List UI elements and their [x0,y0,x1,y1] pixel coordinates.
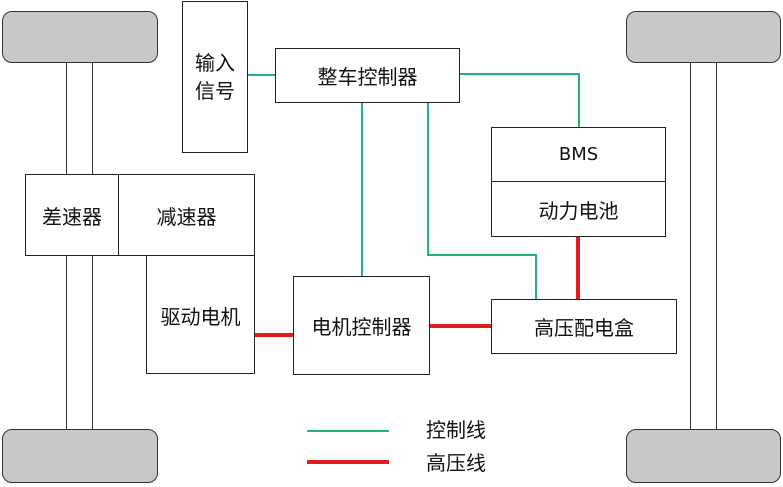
input-signal-label: 输入信号 [195,51,235,103]
bms-box: BMS [491,127,666,182]
control-line-input-to-vcu [248,74,276,76]
control-line-vcu-to-hvbox-v2 [535,254,537,300]
reducer-box: 减速器 [118,174,255,256]
legend-high-voltage-line-swatch [307,460,389,464]
control-line-vcu-to-bms-v [578,73,580,128]
rear-left-wheel [2,429,158,483]
legend-high-voltage-line-label: 高压线 [426,451,486,475]
battery-label: 动力电池 [538,198,619,223]
hv-box: 高压配电盒 [491,299,677,354]
rear-right-wheel [626,429,781,483]
drive-motor-box: 驱动电机 [146,255,255,374]
differential-box: 差速器 [25,174,119,256]
hv-line-motor-to-motor-controller [254,333,294,337]
control-line-vcu-to-bms-h [459,73,580,75]
legend-control-line-label: 控制线 [426,418,486,442]
front-left-wheel [2,11,158,63]
control-line-vcu-to-motor-controller [361,103,363,277]
vehicle-controller-label: 整车控制器 [317,65,418,89]
bms-label: BMS [558,144,599,165]
right-axle [690,60,717,432]
input-signal-box: 输入信号 [182,1,248,153]
drive-motor-label: 驱动电机 [160,305,241,329]
legend-control-line-swatch [307,430,389,432]
differential-label: 差速器 [42,204,102,229]
motor-controller-box: 电机控制器 [293,276,430,375]
battery-box: 动力电池 [491,181,666,237]
hv-box-label: 高压配电盒 [534,316,634,340]
hv-line-battery-to-hvbox [576,236,580,300]
reducer-label: 减速器 [156,204,217,229]
motor-controller-label: 电机控制器 [311,315,412,339]
front-right-wheel [626,11,781,63]
control-line-vcu-to-hvbox-h [427,254,537,256]
hv-line-motor-controller-to-hvbox [430,324,492,328]
control-line-vcu-to-hvbox-v1 [427,103,429,256]
vehicle-controller-box: 整车控制器 [275,48,460,103]
